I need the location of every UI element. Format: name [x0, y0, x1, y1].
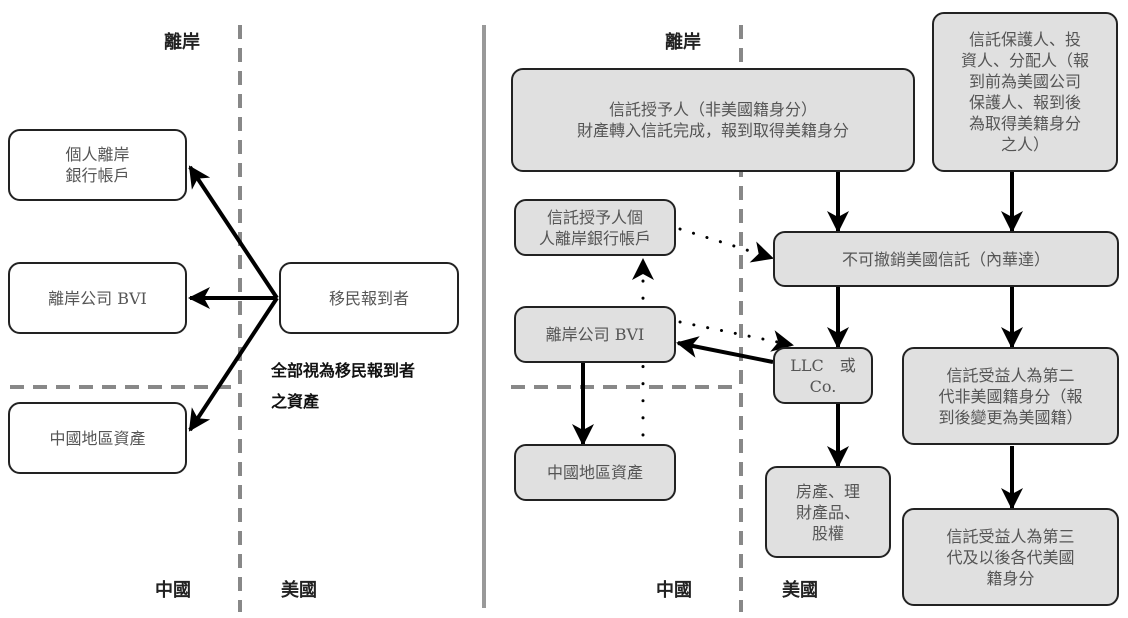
- dotted-arrow-account-to-trust: [678, 227, 774, 263]
- left-usa-label: 美國: [281, 580, 317, 601]
- grantor-offshore-account-box: 信託授予人個 人離岸銀行帳戶: [514, 199, 676, 256]
- right-offshore-label: 離岸: [665, 32, 701, 53]
- trust-protector-box: 信託保護人、投 資人、分配人（報 到前為美國公司 保護人、報到後 為取得美籍身分…: [932, 12, 1118, 172]
- offshore-company-bvi-box: 離岸公司 BVI: [8, 262, 187, 334]
- right-china-assets-box: 中國地區資產: [514, 444, 676, 501]
- property-investment-equity-box: 房產、理 財產品、 股權: [765, 466, 891, 558]
- dotted-arrow-bvi-to-llc: [678, 320, 794, 352]
- personal-offshore-account-box: 個人離岸 銀行帳戶: [8, 129, 187, 201]
- third-generation-beneficiary-box: 信託受益人為第三 代及以後各代美國 籍身分: [902, 508, 1119, 606]
- arrow-to-personal-account: [188, 165, 279, 300]
- right-usa-label: 美國: [782, 580, 818, 601]
- irrevocable-us-trust-box: 不可撤銷美國信託（內華達）: [773, 231, 1119, 287]
- trust-grantor-box: 信託授予人（非美國籍身分） 財產轉入信託完成，報到取得美籍身分: [511, 68, 915, 172]
- right-offshore-company-bvi-box: 離岸公司 BVI: [514, 306, 676, 363]
- immigrant-box: 移民報到者: [279, 262, 459, 334]
- left-offshore-label: 離岸: [164, 32, 200, 53]
- arrow-to-china-assets: [188, 296, 279, 432]
- llc-or-co-box: LLC 或 Co.: [773, 347, 873, 404]
- right-china-label: 中國: [656, 580, 692, 601]
- all-assets-note: 全部視為移民報到者 之資產: [271, 361, 416, 411]
- arrow-llc-to-bvi: [676, 336, 774, 364]
- china-assets-box: 中國地區資產: [8, 402, 187, 474]
- second-generation-beneficiary-box: 信託受益人為第二 代非美國籍身分（報 到後變更為美國籍）: [902, 347, 1119, 445]
- left-china-label: 中國: [155, 580, 191, 601]
